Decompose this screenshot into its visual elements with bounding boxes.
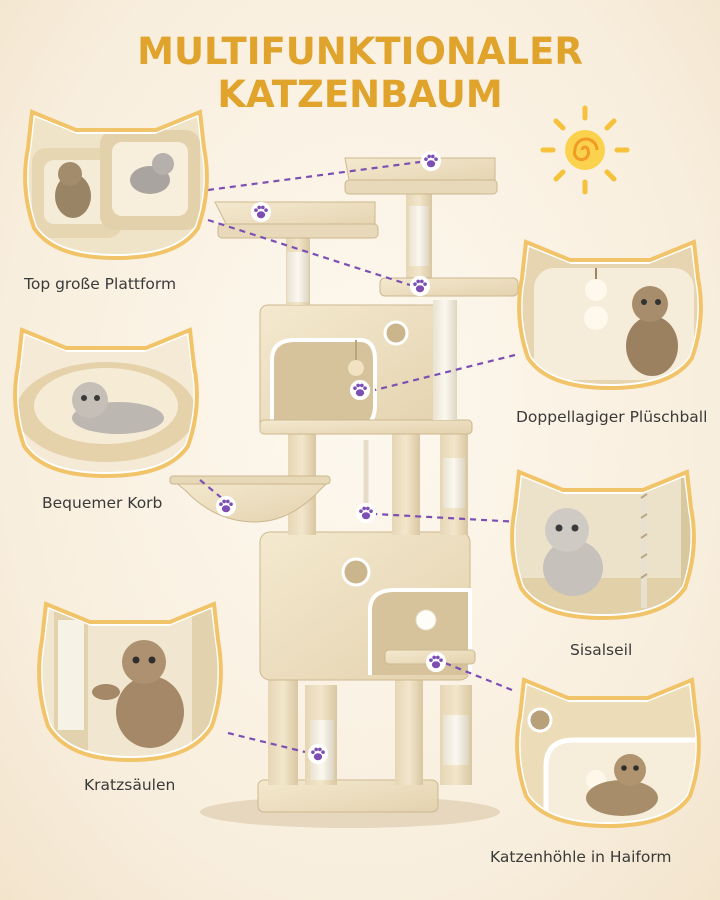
caption-sisal-rope: Sisalseil <box>570 641 633 659</box>
cat-tree-illustration <box>169 157 519 828</box>
detail-photo-double-ball <box>517 239 703 391</box>
paw-icon <box>349 379 371 401</box>
paw-icon <box>250 201 272 223</box>
paw-icon <box>420 150 442 172</box>
detail-photo-top-platform <box>23 109 209 261</box>
page-title: MULTIFUNKTIONALER KATZENBAUM <box>137 30 583 116</box>
paw-icon <box>307 743 329 765</box>
caption-scratch-posts: Kratzsäulen <box>84 776 176 794</box>
detail-photo-scratch-posts <box>37 601 223 763</box>
caption-cave: Katzenhöhle in Haiform <box>490 848 672 866</box>
caption-double-ball: Doppellagiger Plüschball <box>516 408 708 426</box>
caption-top-platform: Top große Plattform <box>24 275 177 293</box>
paw-icon <box>409 275 431 297</box>
detail-photo-sisal-rope <box>510 469 696 621</box>
paw-icon <box>425 651 447 673</box>
detail-photo-cave <box>515 677 701 829</box>
sun-icon <box>540 105 630 195</box>
paw-icon <box>215 495 237 517</box>
detail-photo-basket <box>13 327 199 479</box>
caption-basket: Bequemer Korb <box>42 494 163 512</box>
paw-icon <box>355 502 377 524</box>
